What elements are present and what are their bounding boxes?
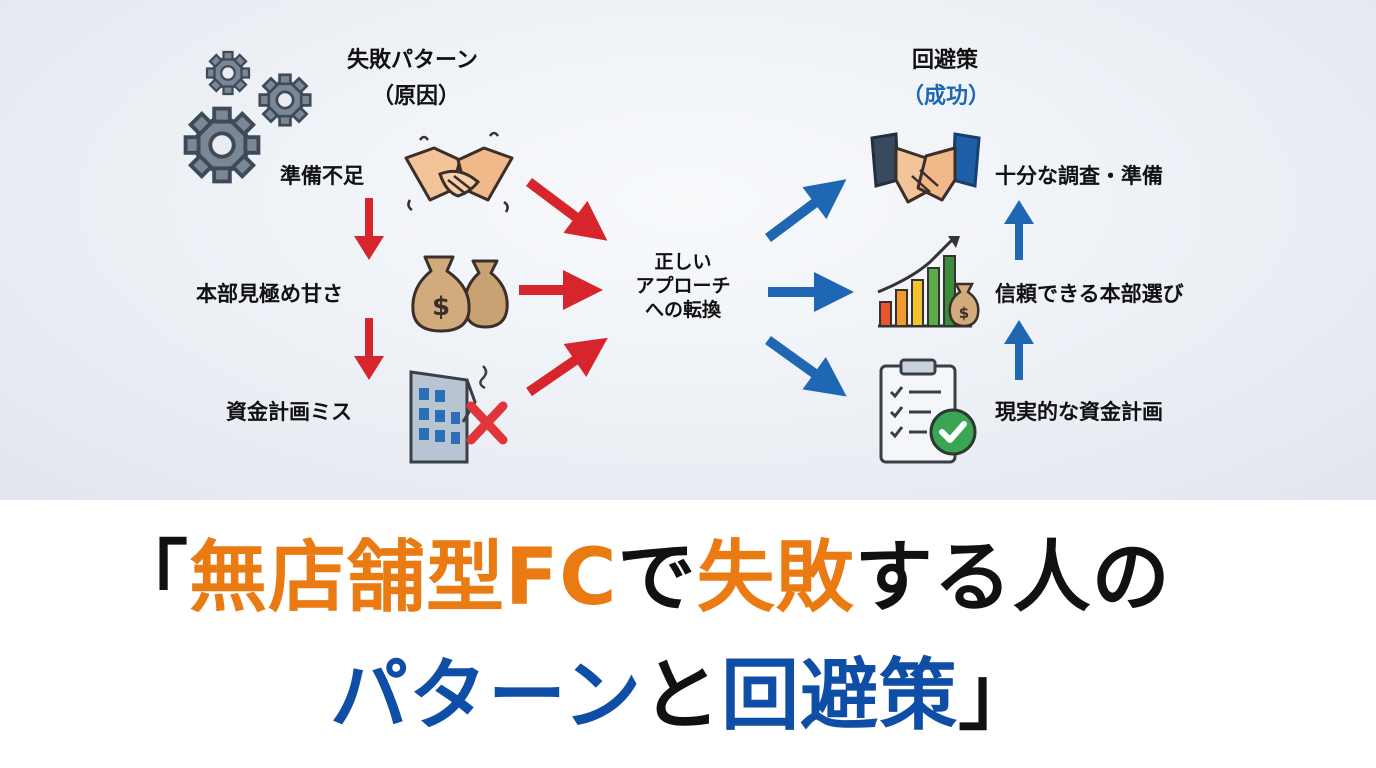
center-label-line2: アプローチ (635, 275, 731, 297)
damaged-building-icon (409, 365, 508, 464)
center-label-line1: 正しい (654, 251, 712, 273)
left-header-line1: 失敗パターン (347, 48, 478, 73)
center-label-line3: への転換 (644, 299, 721, 321)
center-label: 正しい アプローチ への転換 (618, 250, 748, 322)
red-arrows-to-center (519, 178, 608, 397)
up-arrow-2 (1004, 320, 1034, 380)
solution-label-2: 信頼できる本部選び (995, 282, 1184, 306)
title-part7: 回避策 (721, 651, 959, 741)
svg-text:$: $ (432, 292, 450, 322)
title-part4: する人の (854, 533, 1171, 623)
right-header-line1: 回避策 (912, 48, 979, 73)
cause-label-2: 本部見極め甘さ (196, 282, 343, 306)
title-part2: で (617, 533, 697, 623)
solution-label-1: 十分な調査・準備 (995, 164, 1163, 188)
growth-chart-icon: $ (877, 236, 980, 328)
headline-line2: パターンと回避策」 (330, 650, 1037, 742)
title-close-bracket: 」 (958, 651, 1038, 741)
cause-label-3: 資金計画ミス (226, 400, 352, 424)
title-part1: 無店舗型FC (189, 533, 618, 623)
down-arrow-2 (354, 318, 384, 380)
right-header-line2: （成功） (902, 84, 991, 109)
svg-text:$: $ (959, 304, 969, 322)
handshake-icon (404, 131, 514, 213)
up-arrow-1 (1004, 200, 1034, 260)
handshake-success-icon (870, 132, 981, 204)
title-part3: 失敗 (696, 533, 855, 623)
money-bag-icon: $ (411, 255, 509, 333)
cause-label-1: 準備不足 (280, 164, 364, 188)
left-header-line2: （原因） (372, 84, 461, 109)
title-area (0, 500, 1376, 768)
checklist-icon (879, 358, 977, 464)
solution-label-3: 現実的な資金計画 (995, 400, 1163, 424)
title-open-bracket: 「 (110, 533, 190, 623)
blue-arrows-from-center (765, 179, 854, 397)
title-part5: パターン (330, 651, 643, 741)
down-arrow-1 (354, 198, 384, 260)
headline-line1: 「無店舗型FCで失敗する人の (110, 532, 1171, 624)
title-part6: と (642, 651, 722, 741)
